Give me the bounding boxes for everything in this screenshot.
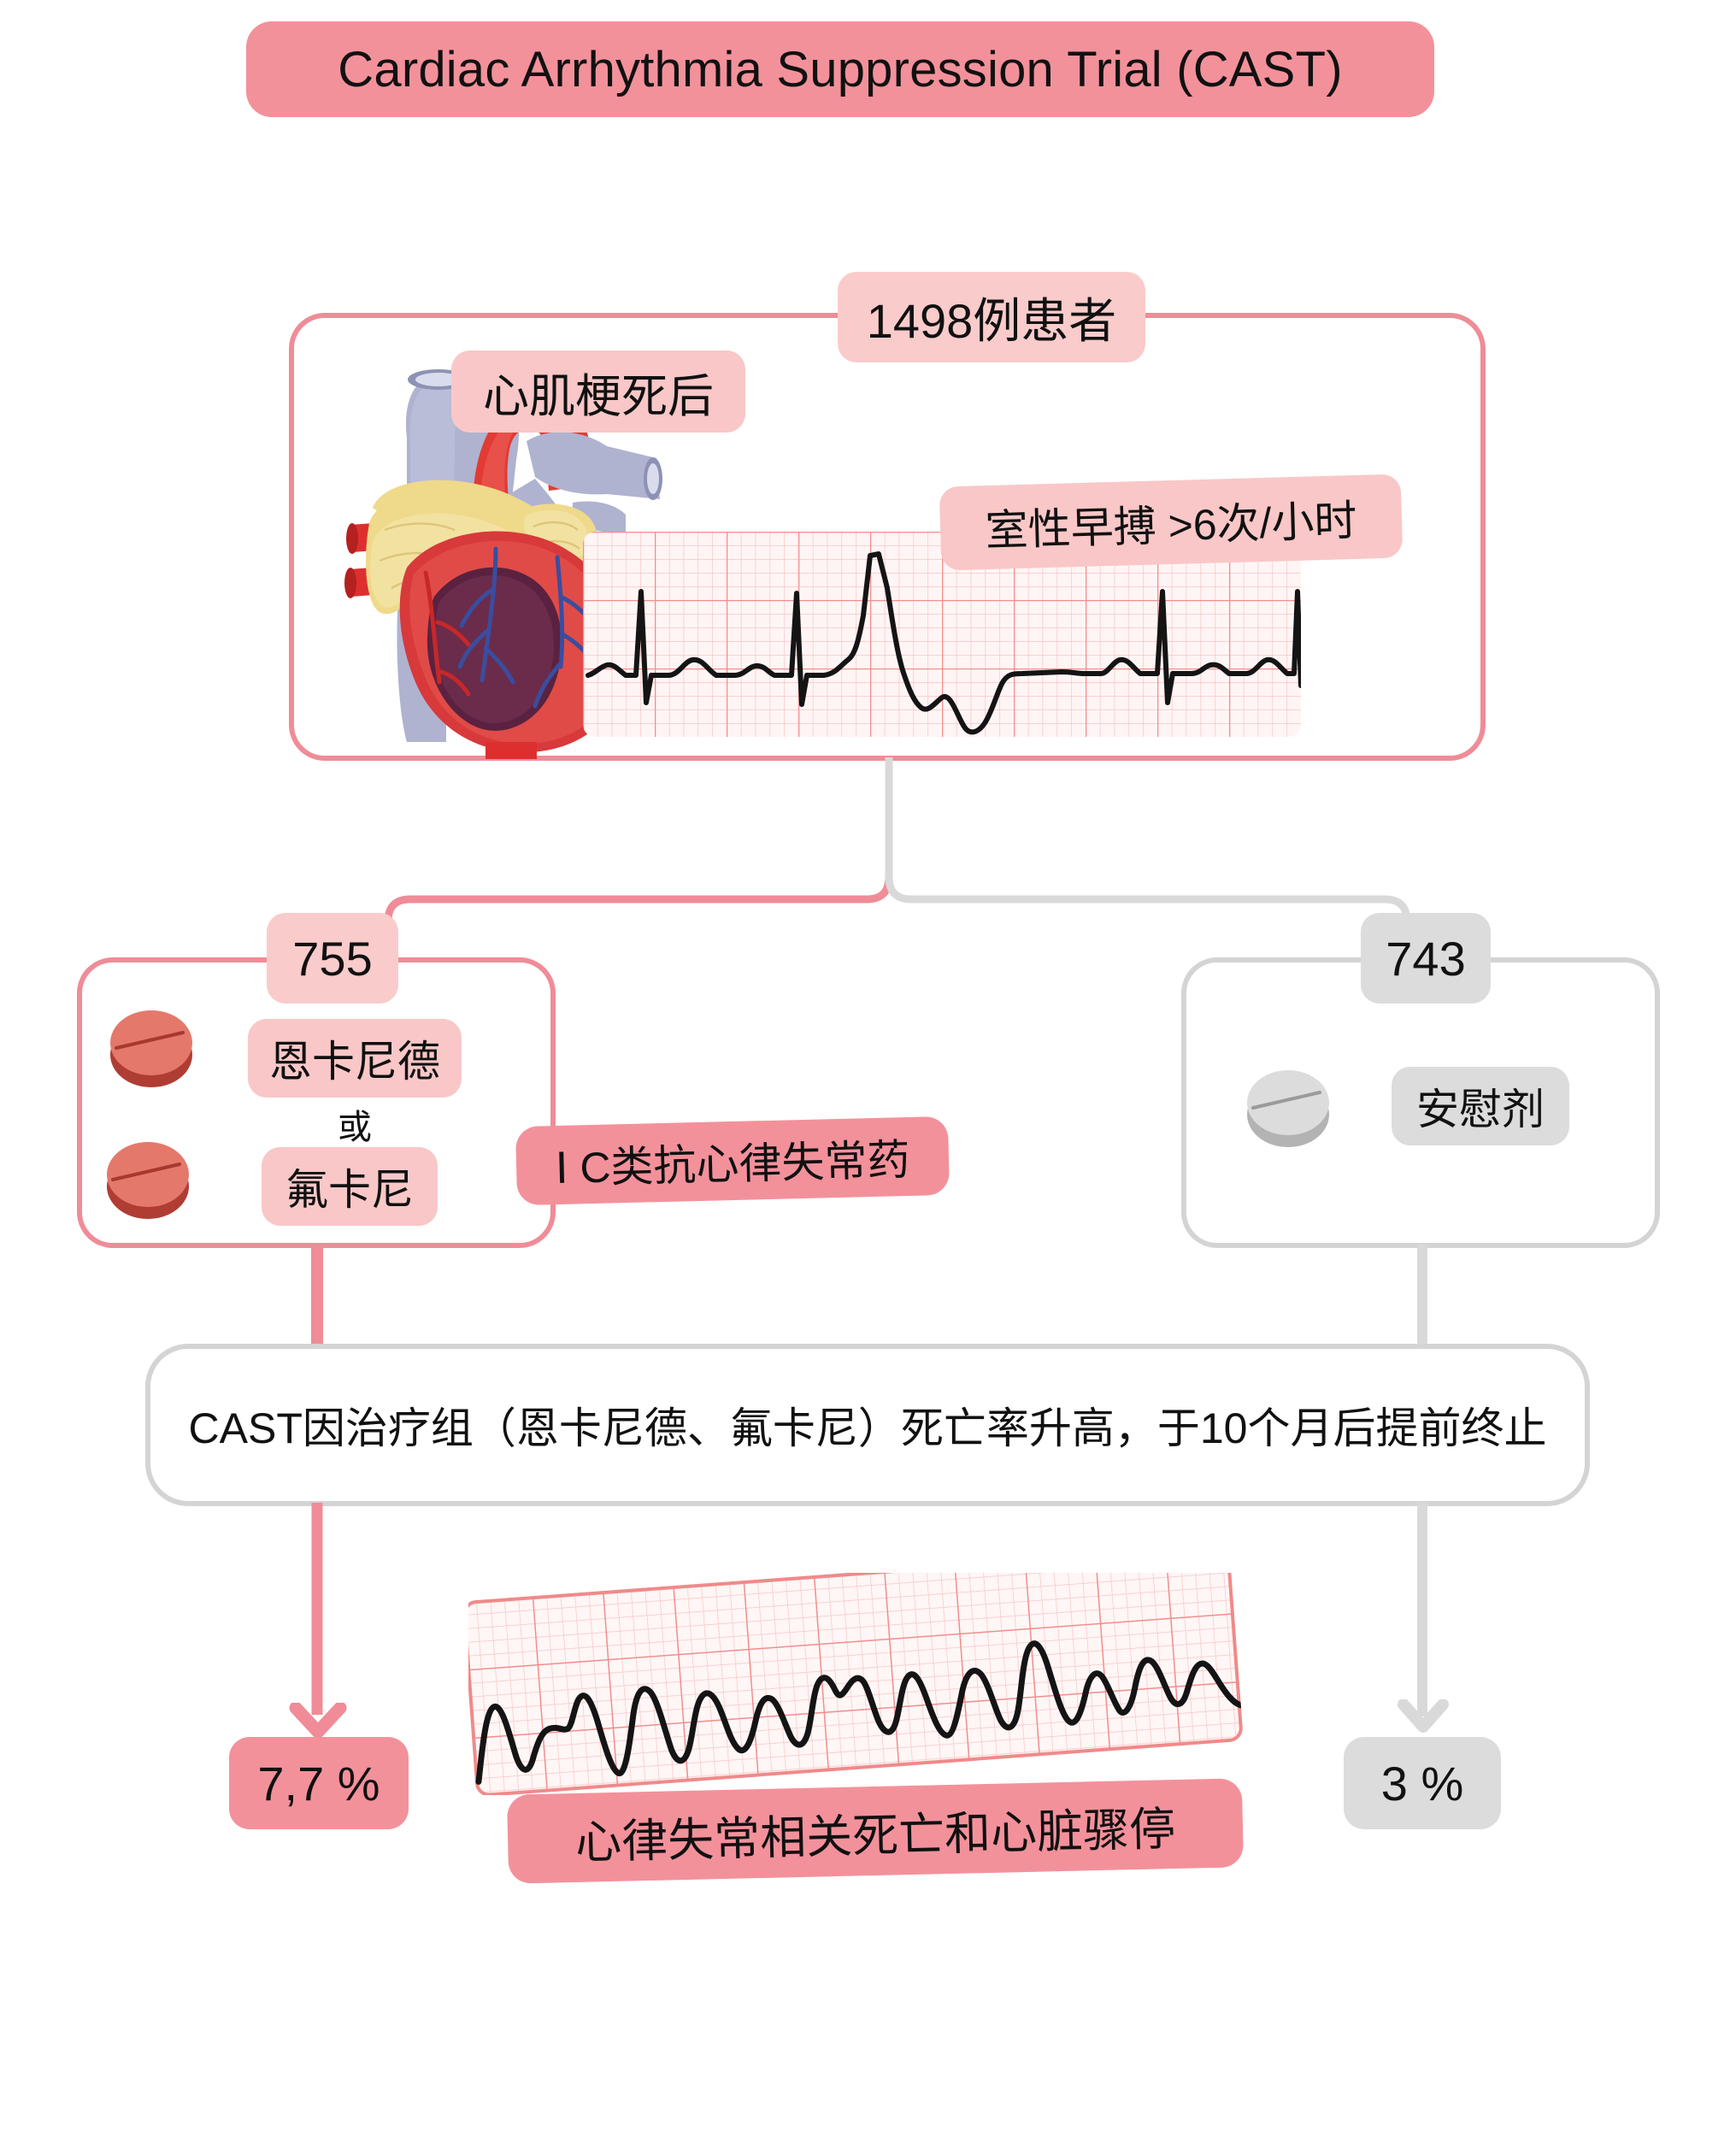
treatment-result-label: 7,7 % [257,1756,380,1810]
connector-control-to-conclusion [1417,1245,1427,1349]
control-drug-label: 安慰剂 [1416,1086,1545,1133]
red-tablet-icon-2 [101,1130,195,1224]
heart-icon [325,340,667,761]
ecg-criteria-badge: 室性早搏 >6次/小时 [939,474,1404,571]
treatment-drug2-badge: 氟卡尼 [262,1147,438,1226]
red-tablet-icon-1 [104,998,198,1092]
arrow-head-control [1397,1698,1450,1737]
ecg-pvc-strip [583,532,1301,737]
connector-conclusion-to-control-result [1417,1503,1427,1716]
population-count-label: 1498例患者 [866,293,1117,348]
connector-conclusion-to-treatment-result [311,1503,323,1732]
ecg-vt-strip [462,1545,1255,1798]
page-title-text: Cardiac Arrhythmia Suppression Trial (CA… [338,41,1343,97]
condition-label: 心肌梗死后 [483,370,714,422]
conclusion-box: CAST因治疗组（恩卡尼德、氟卡尼）死亡率升高，于10个月后提前终止 [145,1344,1590,1506]
treatment-or-text: 或 [338,1109,372,1146]
control-drug-badge: 安慰剂 [1392,1067,1569,1145]
control-result-badge: 3 % [1344,1737,1501,1829]
conclusion-text: CAST因治疗组（恩卡尼德、氟卡尼）死亡率升高，于10个月后提前终止 [188,1404,1547,1452]
ecg-criteria-label: 室性早搏 >6次/小时 [985,496,1358,556]
drug-class-label: Ⅰ C类抗心律失常药 [555,1135,911,1193]
outcome-caption-badge: 心律失常相关死亡和心脏骤停 [506,1778,1245,1884]
page-title: Cardiac Arrhythmia Suppression Trial (CA… [246,21,1434,117]
control-n-label: 743 [1386,931,1466,986]
treatment-result-badge: 7,7 % [229,1737,409,1829]
treatment-drug2-label: 氟卡尼 [285,1166,414,1214]
arrow-head-treatment [289,1701,347,1742]
treatment-drug1-badge: 恩卡尼德 [248,1019,462,1098]
treatment-drug1-label: 恩卡尼德 [269,1038,440,1086]
control-result-label: 3 % [1380,1756,1464,1810]
connector-split [274,753,1504,933]
treatment-or-label: 或 [308,1101,402,1147]
outcome-caption-label: 心律失常相关死亡和心脏骤停 [574,1803,1176,1869]
connector-treatment-to-conclusion [311,1245,323,1349]
treatment-n-badge: 755 [267,913,398,1004]
population-count-badge: 1498例患者 [838,272,1145,362]
grey-tablet-icon [1241,1058,1335,1152]
treatment-n-label: 755 [292,931,373,986]
control-n-badge: 743 [1361,913,1491,1004]
condition-badge: 心肌梗死后 [451,350,745,433]
drug-class-badge: Ⅰ C类抗心律失常药 [515,1116,950,1206]
